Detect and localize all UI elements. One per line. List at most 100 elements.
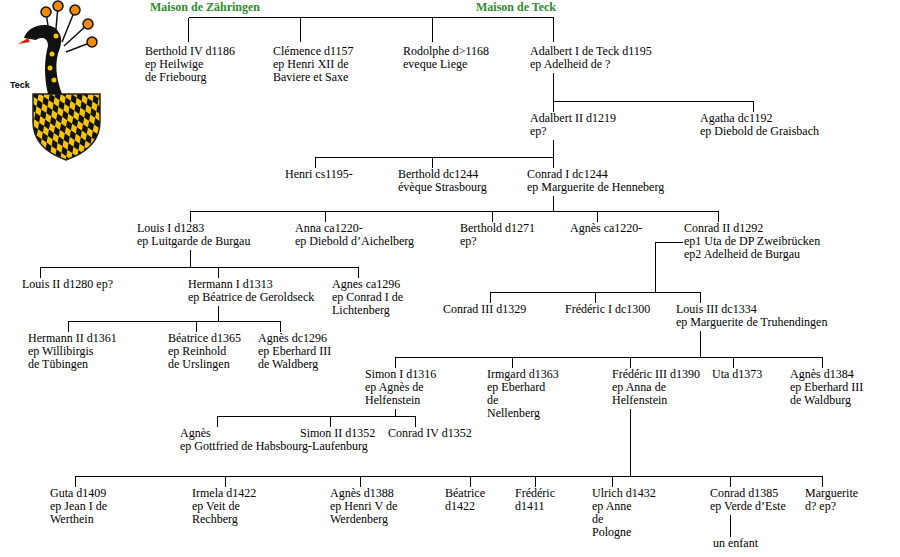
person-entry: Agnes ca1296ep Conrad I de Lichtenberg — [332, 278, 406, 317]
person-entry: Agnès d1388ep Henri V de Werdenberg — [330, 487, 401, 526]
person-entry: Conrad II d1292ep1 Uta de DP Zweibrücken… — [684, 222, 820, 261]
spouse-note: ep Jean I de Werthein — [50, 500, 110, 526]
person-entry: Adalbert II d1219ep? — [530, 112, 616, 138]
descent-line — [491, 243, 683, 303]
person-name: Conrad II d1292 — [684, 222, 820, 235]
shield — [33, 94, 100, 160]
descent-line — [76, 409, 631, 487]
spouse-note: ep Conrad I de Lichtenberg — [332, 291, 406, 317]
spouse-note: évèque Strasbourg — [398, 181, 487, 194]
person-name: Uta d1373 — [712, 368, 762, 381]
person-name: Adalbert I de Teck d1195 — [530, 45, 652, 58]
person-entry: Marguerite d? ep? — [805, 487, 860, 513]
person-name: Ulrich d1432 — [592, 487, 656, 500]
descent-line — [331, 409, 396, 427]
spouse-note: ep2 Adelheid de Burgau — [684, 248, 820, 261]
spouse-note: ep Agnès de Helfenstein — [365, 381, 435, 407]
person-entry: un enfant — [713, 537, 758, 550]
person-name: Agatha dc1192 — [700, 112, 819, 125]
spouse-note: ep Diebold de Graisbach — [700, 125, 819, 138]
person-entry: Hermann II d1361ep Willibirgis de Tübing… — [28, 332, 117, 371]
person-name: Louis II d1280 ep? — [22, 278, 113, 291]
person-name: Marguerite d? ep? — [805, 487, 860, 513]
person-entry: Agatha dc1192ep Diebold de Graisbach — [700, 112, 819, 138]
person-entry: Simon II d1352 — [300, 427, 375, 440]
spouse-note: ep Eberhard III de Waldberg — [258, 345, 333, 371]
descent-line — [69, 306, 219, 332]
person-entry: Irmgard d1363ep Eberhard de Nellenberg — [487, 368, 559, 420]
descent-line — [631, 331, 701, 368]
descent-line — [701, 331, 734, 368]
descent-line — [326, 196, 554, 222]
person-name: Agnès dc1296 — [258, 332, 333, 345]
person-entry: Louis I d1283ep Luitgarde de Burgau — [137, 222, 250, 248]
person-entry: Uta d1373 — [712, 368, 762, 381]
descent-line — [191, 250, 219, 278]
person-name: Berthold IV d1186 — [145, 45, 235, 58]
person-name: un enfant — [713, 537, 758, 550]
person-entry: Frédéric d1411 — [515, 487, 560, 513]
person-entry: Béatrice d1422 — [445, 487, 490, 513]
arms-legend: Teck — [10, 79, 30, 92]
person-entry: Béatrice d1365ep Reinhold de Urslingen — [168, 332, 241, 371]
spouse-note: ep Adelheid de ? — [530, 58, 652, 71]
descent-line — [493, 196, 554, 222]
person-entry: Conrad IV d1352 — [388, 427, 472, 440]
descent-line — [361, 409, 631, 487]
spouse-note: ep Luitgarde de Burgau — [137, 235, 250, 248]
person-entry: Louis III dc1334ep Marguerite de Truhend… — [676, 303, 827, 329]
person-name: Anna ca1220- — [295, 222, 414, 235]
person-name: Simon I d1316 — [365, 368, 436, 381]
descent-line — [554, 196, 598, 222]
descent-line — [218, 409, 396, 427]
descent-line — [631, 409, 731, 487]
person-name: Berthold dc1244 — [398, 168, 487, 181]
person-entry: Conrad d1385ep Verde d’Este — [710, 487, 786, 513]
person-name: Henri cs1195- — [285, 168, 353, 181]
person-name: Frédéric d1411 — [515, 487, 560, 513]
person-name: Adalbert II d1219 — [530, 112, 616, 125]
spouse-note: ep Marguerite de Henneberg — [527, 181, 664, 194]
person-name: Conrad I dc1244 — [527, 168, 664, 181]
spouse-note: ep Anne de Pologne — [592, 500, 645, 539]
spouse-note: ep Willibirgis de Tübingen — [28, 345, 99, 371]
person-entry: Louis II d1280 ep? — [22, 278, 113, 291]
descent-line — [596, 243, 683, 303]
person-name: Frédéric III d1390 — [612, 368, 700, 381]
spouse-note: ep Béatrice de Geroldseck — [188, 291, 314, 304]
descent-line — [396, 409, 416, 427]
person-entry: Hermann I d1313ep Béatrice de Geroldseck — [188, 278, 314, 304]
spouse-note: ep Reinhold de Urslingen — [168, 345, 231, 371]
descent-line — [396, 331, 701, 368]
descent-line — [471, 409, 631, 487]
house-heading: Maison de Zähringen — [150, 1, 260, 14]
person-name: Louis I d1283 — [137, 222, 250, 235]
descent-line — [701, 331, 823, 368]
top-bracket — [189, 18, 554, 43]
person-name: Berthold d1271 — [460, 222, 535, 235]
person-entry: Conrad III d1329 — [443, 303, 526, 316]
spouse-note: eveque Liege — [403, 58, 489, 71]
person-name: Irmela d1422 — [192, 487, 256, 500]
person-entry: Guta d1409ep Jean I de Werthein — [50, 487, 110, 526]
person-entry: Adalbert I de Teck d1195ep Adelheid de ? — [530, 45, 652, 71]
spouse-note: ep Henri XII de Baviere et Saxe — [273, 58, 368, 84]
spouse-note: ep? — [460, 235, 535, 248]
person-entry: Anna ca1220-ep Diebold d’Aichelberg — [295, 222, 414, 248]
descent-line — [191, 196, 554, 222]
person-entry: Berthold dc1244évèque Strasbourg — [398, 168, 487, 194]
person-entry: Clémence d1157ep Henri XII de Baviere et… — [273, 45, 368, 84]
person-name: Béatrice d1365 — [168, 332, 241, 345]
person-name: Frédéric I dc1300 — [565, 303, 650, 316]
descent-line — [191, 250, 359, 278]
spouse-note: ep Veit de Rechberg — [192, 500, 253, 526]
person-entry: Frédéric I dc1300 — [565, 303, 650, 316]
person-entry: Agnès d1384ep Eberhard III de Waldburg — [790, 368, 865, 407]
person-name: Agnès d1384 — [790, 368, 865, 381]
person-name: Simon II d1352 — [300, 427, 375, 440]
spouse-note: ep Marguerite de Truhendingen — [676, 316, 827, 329]
person-name: Conrad IV d1352 — [388, 427, 472, 440]
